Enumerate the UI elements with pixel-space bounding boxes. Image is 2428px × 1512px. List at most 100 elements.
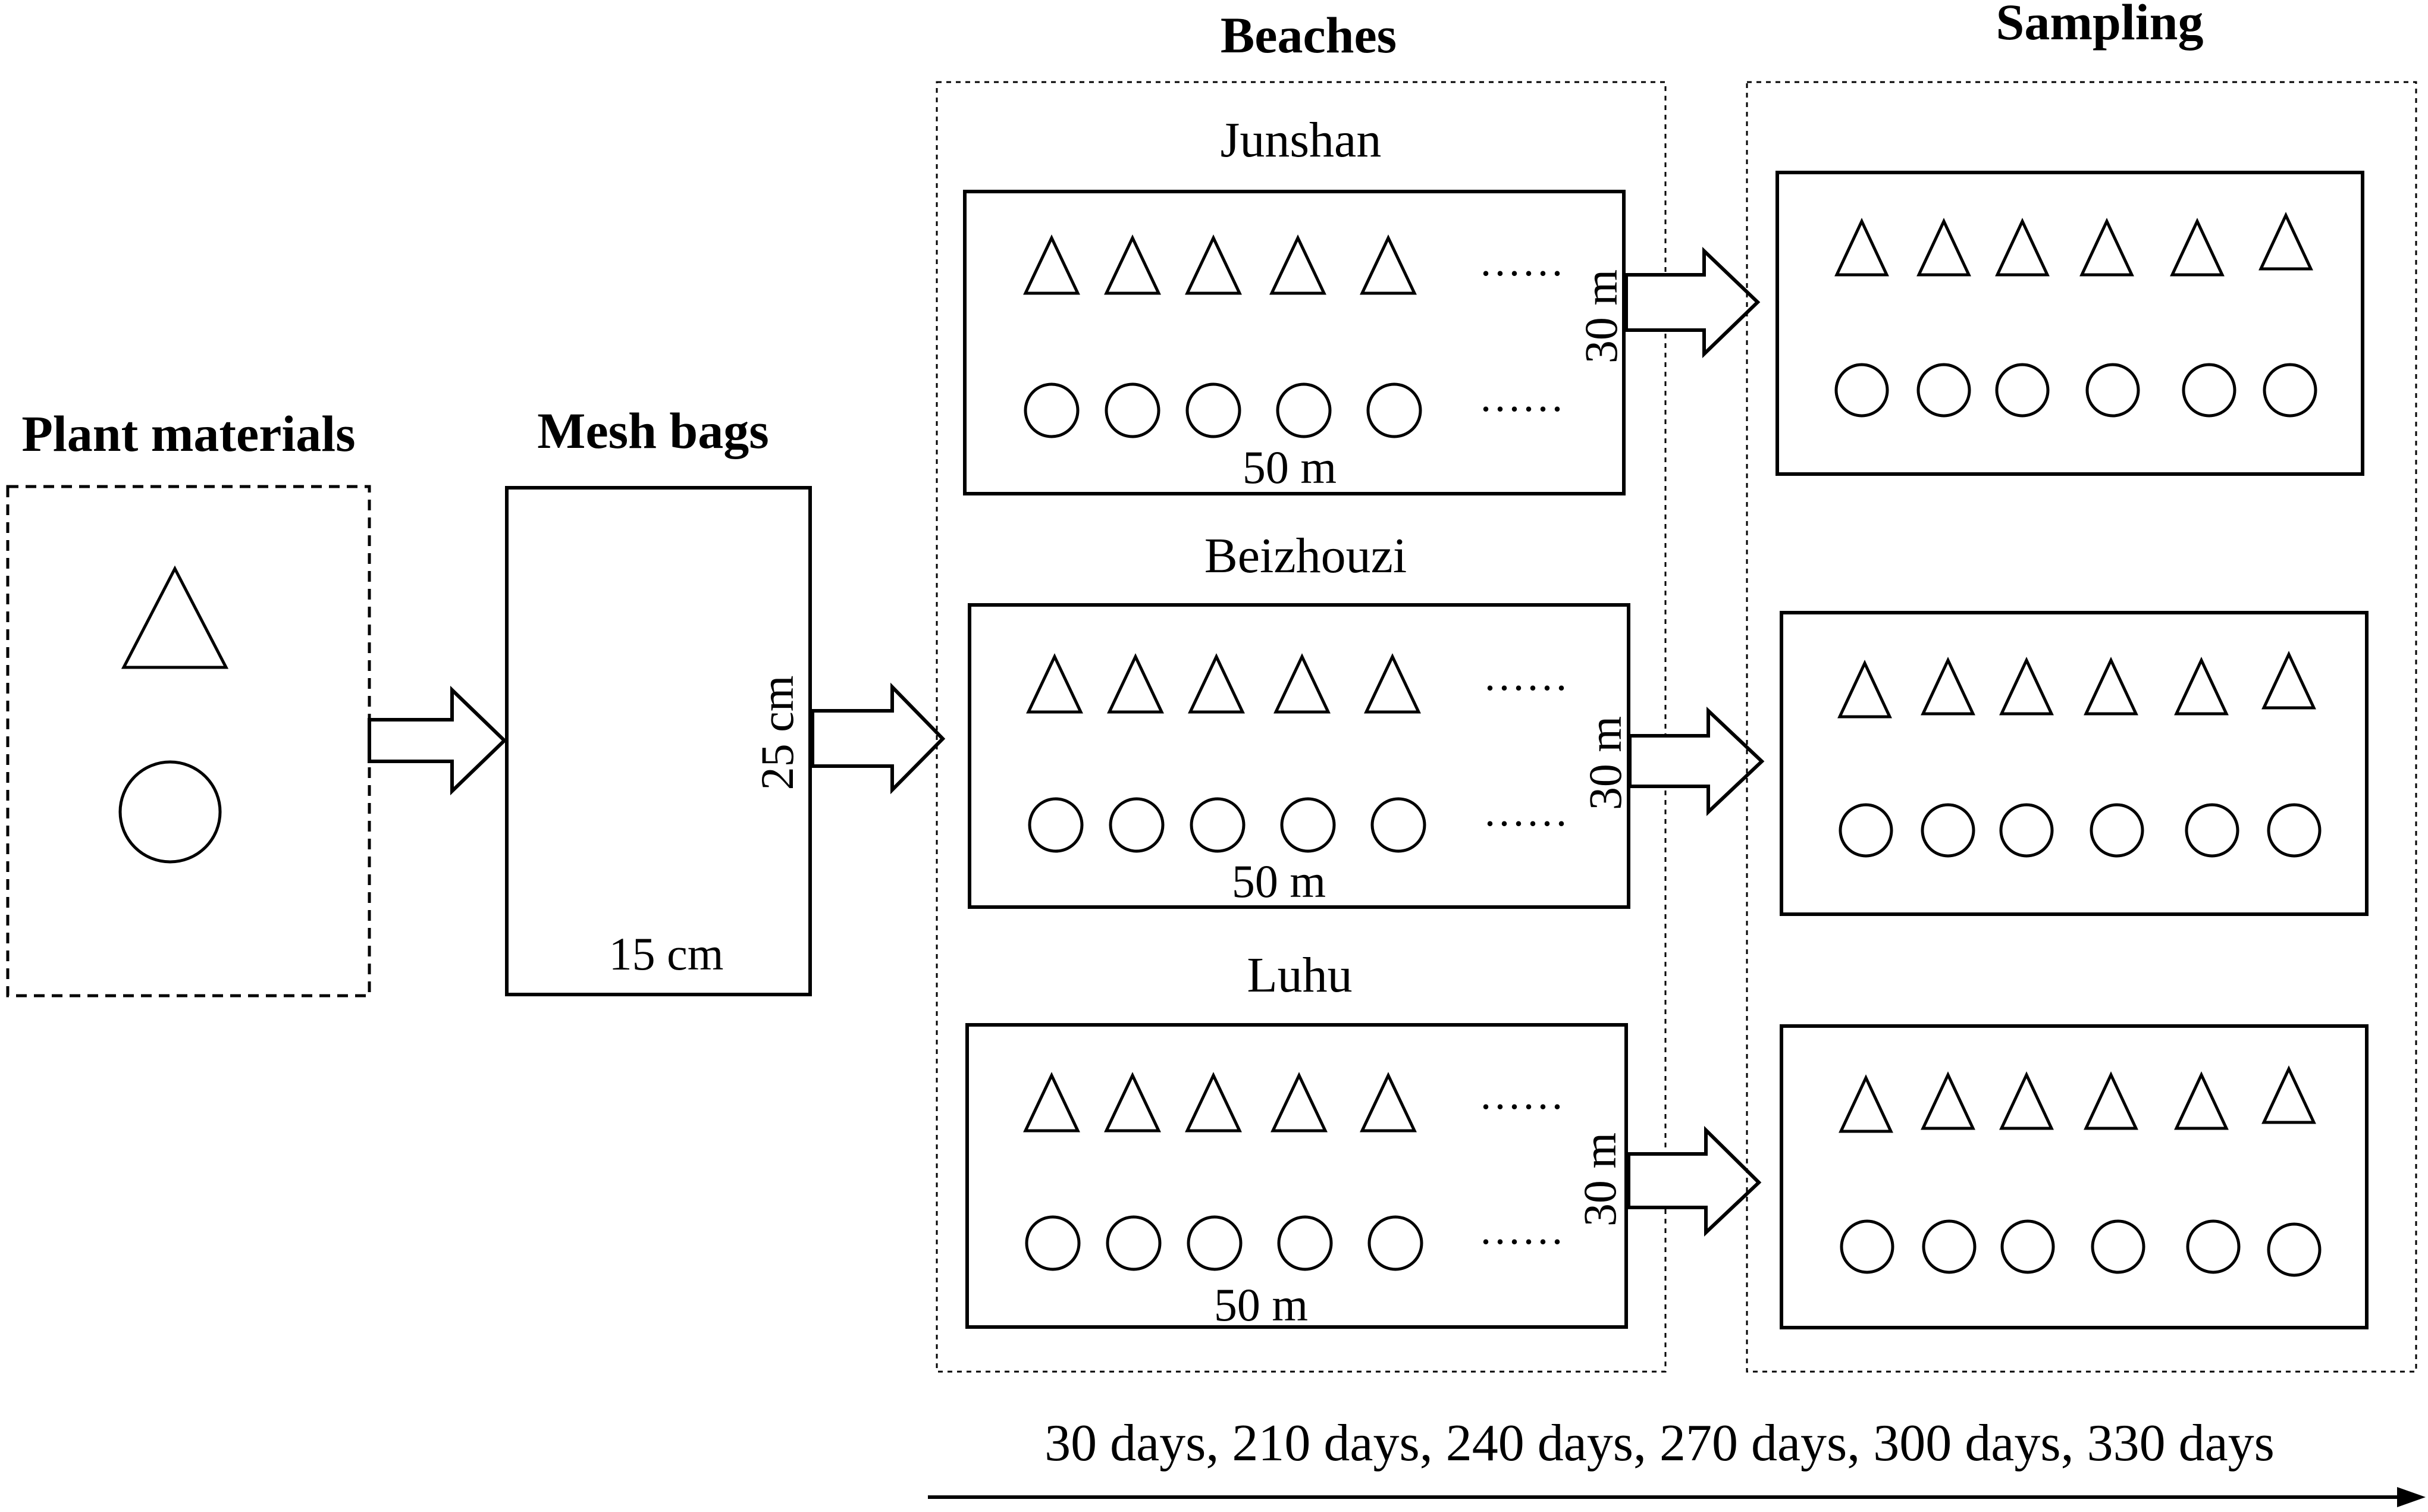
triangle-icon <box>1995 218 2050 277</box>
beach-name-luhu: Luhu <box>1247 948 1352 1003</box>
circle-icon <box>2263 363 2317 418</box>
circle-icon <box>1921 803 1975 858</box>
arrow-luhu-to-sampling <box>1627 1125 1762 1237</box>
beach-junshan-width-label: 50 m <box>1243 441 1337 493</box>
triangle-icon <box>1273 653 1331 714</box>
triangle-icon <box>2084 657 2138 716</box>
timeline-arrow <box>928 1487 2426 1507</box>
arrow-beizhouzi-to-sampling <box>1628 707 1765 816</box>
triangle-icon <box>1364 653 1421 714</box>
beach-beizhouzi-triangles <box>1026 653 1421 714</box>
circle-icon <box>2000 1219 2055 1274</box>
circle-icon <box>118 760 222 864</box>
timeline-arrow-head <box>2397 1487 2426 1507</box>
mesh-bag-width-label: 15 cm <box>609 928 724 980</box>
triangle-icon <box>1360 1072 1417 1133</box>
beach-beizhouzi-height-label: 30 m <box>1579 716 1631 810</box>
triangle-icon <box>2079 218 2134 277</box>
triangle-icon <box>2170 218 2225 277</box>
triangle-icon <box>1837 660 1892 719</box>
circle-icon <box>1028 797 1084 853</box>
sampling-plot-luhu <box>1780 1024 2369 1329</box>
triangle-icon <box>1104 234 1161 295</box>
beach-luhu-height-label: 30 m <box>1574 1133 1626 1226</box>
beach-name-junshan: Junshan <box>1221 112 1382 168</box>
heading-plant-materials: Plant materials <box>21 405 355 462</box>
plant-materials-box <box>6 485 371 997</box>
triangle-icon <box>2174 657 2229 716</box>
triangle-icon <box>1188 653 1245 714</box>
beaches-group-box <box>936 81 1667 1373</box>
beach-junshan-more-circles: ...... <box>1480 373 1566 421</box>
beach-plot-junshan: ...... ...... 50 m 30 m <box>963 190 1627 495</box>
sampling-timeline-label: 30 days, 210 days, 240 days, 270 days, 3… <box>1044 1414 2275 1472</box>
circle-icon <box>1995 363 2050 418</box>
circle-icon <box>2085 363 2140 418</box>
triangle-icon <box>2174 1071 2229 1130</box>
circle-icon <box>1367 1215 1423 1271</box>
beach-junshan-triangles <box>1023 234 1417 295</box>
beach-luhu-more-circles: ...... <box>1480 1206 1566 1253</box>
circle-icon <box>1276 382 1332 438</box>
triangle-icon <box>2261 651 2316 710</box>
triangle-icon <box>1360 234 1417 295</box>
triangle-icon <box>121 565 229 669</box>
circle-icon <box>2185 803 2239 858</box>
circle-icon <box>1916 363 1971 418</box>
triangle-icon <box>1104 1072 1161 1133</box>
triangle-icon <box>1023 1072 1080 1133</box>
heading-beaches: Beaches <box>1221 7 1397 64</box>
triangle-icon <box>1839 1074 1893 1133</box>
circle-icon <box>1187 1215 1243 1271</box>
beach-luhu-circles <box>1025 1215 1423 1271</box>
beach-beizhouzi-circles <box>1028 797 1426 853</box>
circle-icon <box>1839 803 1893 858</box>
circle-icon <box>1109 797 1165 853</box>
circle-icon <box>2267 803 2322 858</box>
circle-icon <box>1024 382 1080 438</box>
triangle-icon <box>1107 653 1164 714</box>
arrow-junshan-to-sampling <box>1624 246 1761 359</box>
triangle-icon <box>1921 1071 1975 1130</box>
beach-plot-luhu-frame <box>965 1023 1628 1329</box>
circle-icon <box>1922 1219 1977 1274</box>
sampling-group-box <box>1746 81 2417 1373</box>
circle-icon <box>2182 363 2236 418</box>
circle-icon <box>1366 382 1422 438</box>
triangle-icon <box>1834 218 1889 277</box>
triangle-icon <box>2258 212 2313 271</box>
beach-luhu-more-triangles: ...... <box>1480 1071 1566 1118</box>
circle-icon <box>1105 382 1160 438</box>
triangle-icon <box>1921 657 1975 716</box>
triangle-icon <box>2261 1065 2316 1124</box>
triangle-icon <box>1916 218 1971 277</box>
heading-mesh-bags: Mesh bags <box>537 402 768 459</box>
mesh-bag-box <box>505 486 812 996</box>
circle-icon <box>1277 1215 1333 1271</box>
beach-plot-luhu: ...... ...... 50 m 30 m <box>965 1023 1628 1331</box>
circle-icon <box>1280 797 1336 853</box>
arrow-to-beaches <box>811 682 946 795</box>
circle-icon <box>2267 1222 2322 1277</box>
beach-luhu-triangles <box>1023 1072 1417 1133</box>
triangle-icon <box>1185 1072 1242 1133</box>
triangle-icon <box>1271 1072 1328 1133</box>
beach-beizhouzi-more-triangles: ...... <box>1485 652 1570 699</box>
beach-plot-beizhouzi: ...... ...... 50 m 30 m <box>968 603 1631 909</box>
beach-junshan-circles <box>1024 382 1422 438</box>
circle-icon <box>1025 1215 1081 1271</box>
triangle-icon <box>1269 234 1326 295</box>
triangle-icon <box>1026 653 1083 714</box>
triangle-icon <box>1999 657 2054 716</box>
sampling-plot-beizhouzi-frame <box>1780 611 2369 916</box>
circle-icon <box>2090 803 2144 858</box>
circle-icon <box>2091 1219 2145 1274</box>
beach-junshan-more-triangles: ...... <box>1480 237 1566 285</box>
circle-icon <box>1834 363 1889 418</box>
triangle-icon <box>2084 1071 2138 1130</box>
triangle-icon <box>1185 234 1242 295</box>
circle-icon <box>1840 1219 1894 1274</box>
triangle-icon <box>1023 234 1080 295</box>
beach-junshan-height-label: 30 m <box>1575 269 1627 363</box>
